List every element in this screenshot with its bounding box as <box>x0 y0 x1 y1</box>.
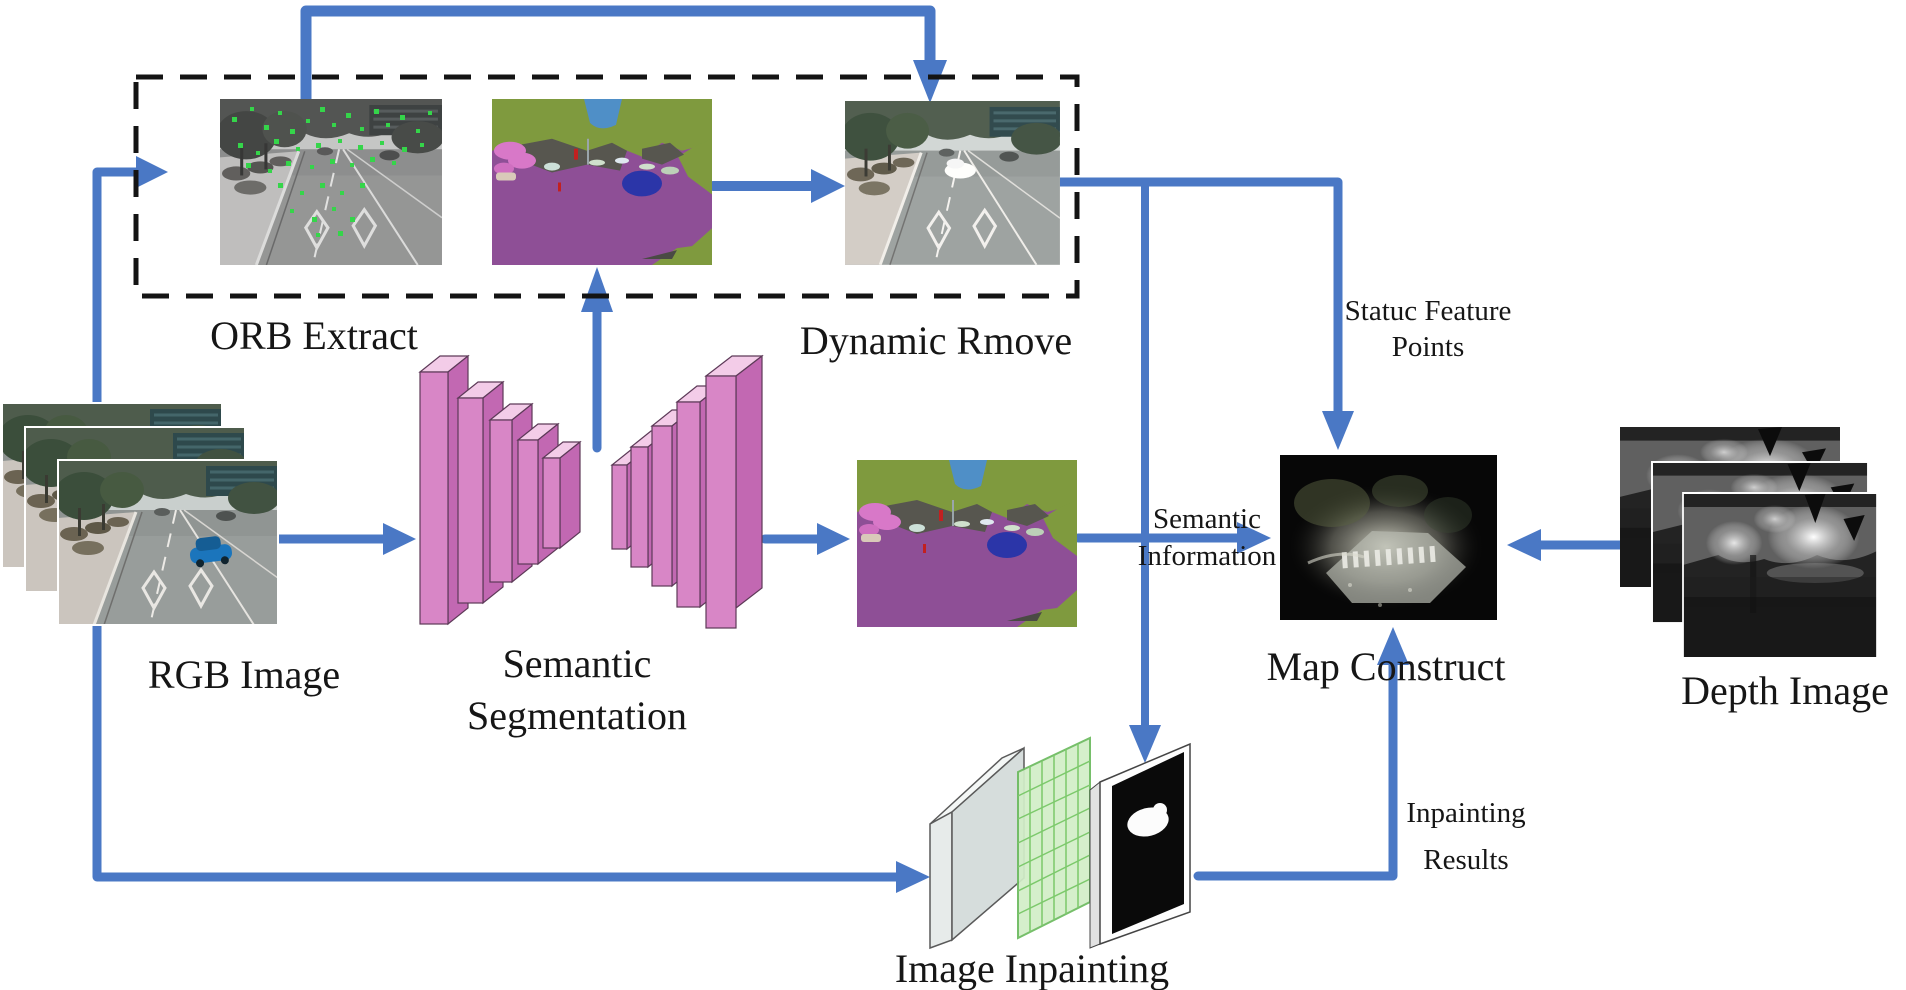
arrow-heads <box>136 60 1541 893</box>
segmentation-image-top <box>492 99 712 265</box>
rgb-image-label: RGB Image <box>147 652 341 697</box>
orb-feature-points <box>232 107 432 237</box>
inpainting-mask-panel <box>1089 742 1191 949</box>
semantic-segmentation-line1: Semantic <box>502 641 652 686</box>
depth-image-label: Depth Image <box>1681 668 1889 713</box>
static-feature-points-line1: Statuc Feature <box>1344 295 1512 327</box>
image-inpainting-group <box>929 736 1191 950</box>
inpainting-results-line2: Results <box>1423 844 1509 876</box>
blue-car <box>189 536 233 568</box>
inpainting-results-label: Inpainting Results <box>1406 790 1525 884</box>
dynamic-rmove-label: Dynamic Rmove <box>799 318 1073 363</box>
map-construct-label: Map Construct <box>1266 644 1506 689</box>
semantic-information-line2: Information <box>1137 540 1277 572</box>
cnn-decoder <box>610 354 764 629</box>
semantic-information-label: Semantic Information <box>1138 501 1277 575</box>
dynamic-remove-image <box>845 101 1060 265</box>
static-feature-points-line2: Points <box>1391 331 1465 363</box>
image-inpainting-label: Image Inpainting <box>894 946 1170 990</box>
depth-image-stack <box>1620 427 1878 659</box>
semantic-information-line1: Semantic <box>1153 503 1261 535</box>
cnn-encoder <box>418 354 582 626</box>
map-construct-image <box>1280 455 1497 620</box>
inpainting-results-line1: Inpainting <box>1406 797 1526 829</box>
orb-extract-image <box>220 99 442 265</box>
inpainting-grid-plane <box>1017 736 1091 940</box>
arrows <box>92 5 1631 882</box>
arrow-inpainting-to-map <box>1193 660 1398 881</box>
tracking-dashed-box <box>133 74 1080 299</box>
arrow-orb-to-dynamic-bridge <box>300 5 936 105</box>
segmentation-image-output <box>857 460 1077 627</box>
rgb-image-stack <box>1 402 279 626</box>
inpainting-input-slab <box>929 746 1025 950</box>
arrow-static-feature-points <box>1055 177 1343 416</box>
semantic-segmentation-line2: Segmentation <box>467 693 687 738</box>
static-feature-points-label: Statuc Feature Points <box>1345 293 1512 365</box>
semantic-segmentation-label: Semantic Segmentation <box>467 638 687 742</box>
orb-extract-label: ORB Extract <box>210 313 418 358</box>
